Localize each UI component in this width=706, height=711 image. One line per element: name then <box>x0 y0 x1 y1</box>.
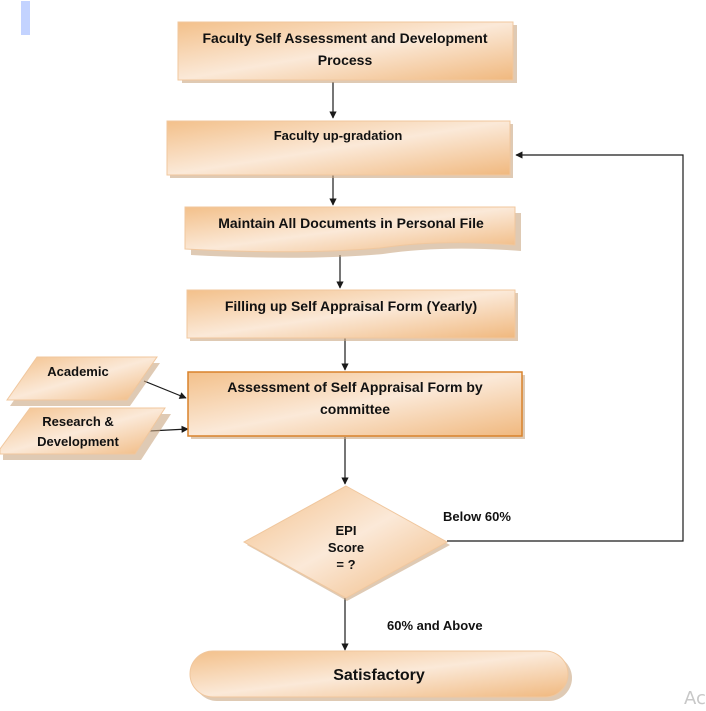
node-upgradation-label: Faculty up-gradation <box>274 128 403 143</box>
watermark-text: Ac <box>684 688 706 709</box>
edge-academic-assessment <box>143 380 187 399</box>
selection-marker <box>21 1 30 35</box>
node-research-line-2: Development <box>37 434 119 449</box>
edge-decision-upgradation <box>447 151 684 542</box>
node-start-line-1: Faculty Self Assessment and Development <box>202 30 487 46</box>
node-decision-line-2: Score <box>328 540 364 555</box>
node-academic-label: Academic <box>47 364 108 379</box>
node-start: Faculty Self Assessment and Development … <box>177 21 517 83</box>
node-filling: Filling up Self Appraisal Form (Yearly) <box>186 289 518 341</box>
node-decision-line-3: = ? <box>336 557 355 572</box>
edge-label-below: Below 60% <box>443 509 511 524</box>
node-start-line-2: Process <box>318 52 373 68</box>
node-maintain-label: Maintain All Documents in Personal File <box>218 215 484 231</box>
node-end-label: Satisfactory <box>333 667 425 684</box>
node-maintain: Maintain All Documents in Personal File <box>184 206 521 258</box>
node-academic: Academic <box>6 356 160 406</box>
node-decision: EPI Score = ? <box>242 485 450 601</box>
node-filling-label: Filling up Self Appraisal Form (Yearly) <box>225 298 477 314</box>
edge-label-above: 60% and Above <box>387 618 483 633</box>
node-assessment-line-1: Assessment of Self Appraisal Form by <box>227 379 483 395</box>
node-decision-line-1: EPI <box>336 523 357 538</box>
node-assessment-line-2: committee <box>320 401 390 417</box>
node-upgradation: Faculty up-gradation <box>166 120 513 178</box>
node-assessment: Assessment of Self Appraisal Form by com… <box>187 371 525 439</box>
node-research-line-1: Research & <box>42 414 114 429</box>
node-end: Satisfactory <box>189 650 572 701</box>
node-research: Research & Development <box>0 407 171 460</box>
